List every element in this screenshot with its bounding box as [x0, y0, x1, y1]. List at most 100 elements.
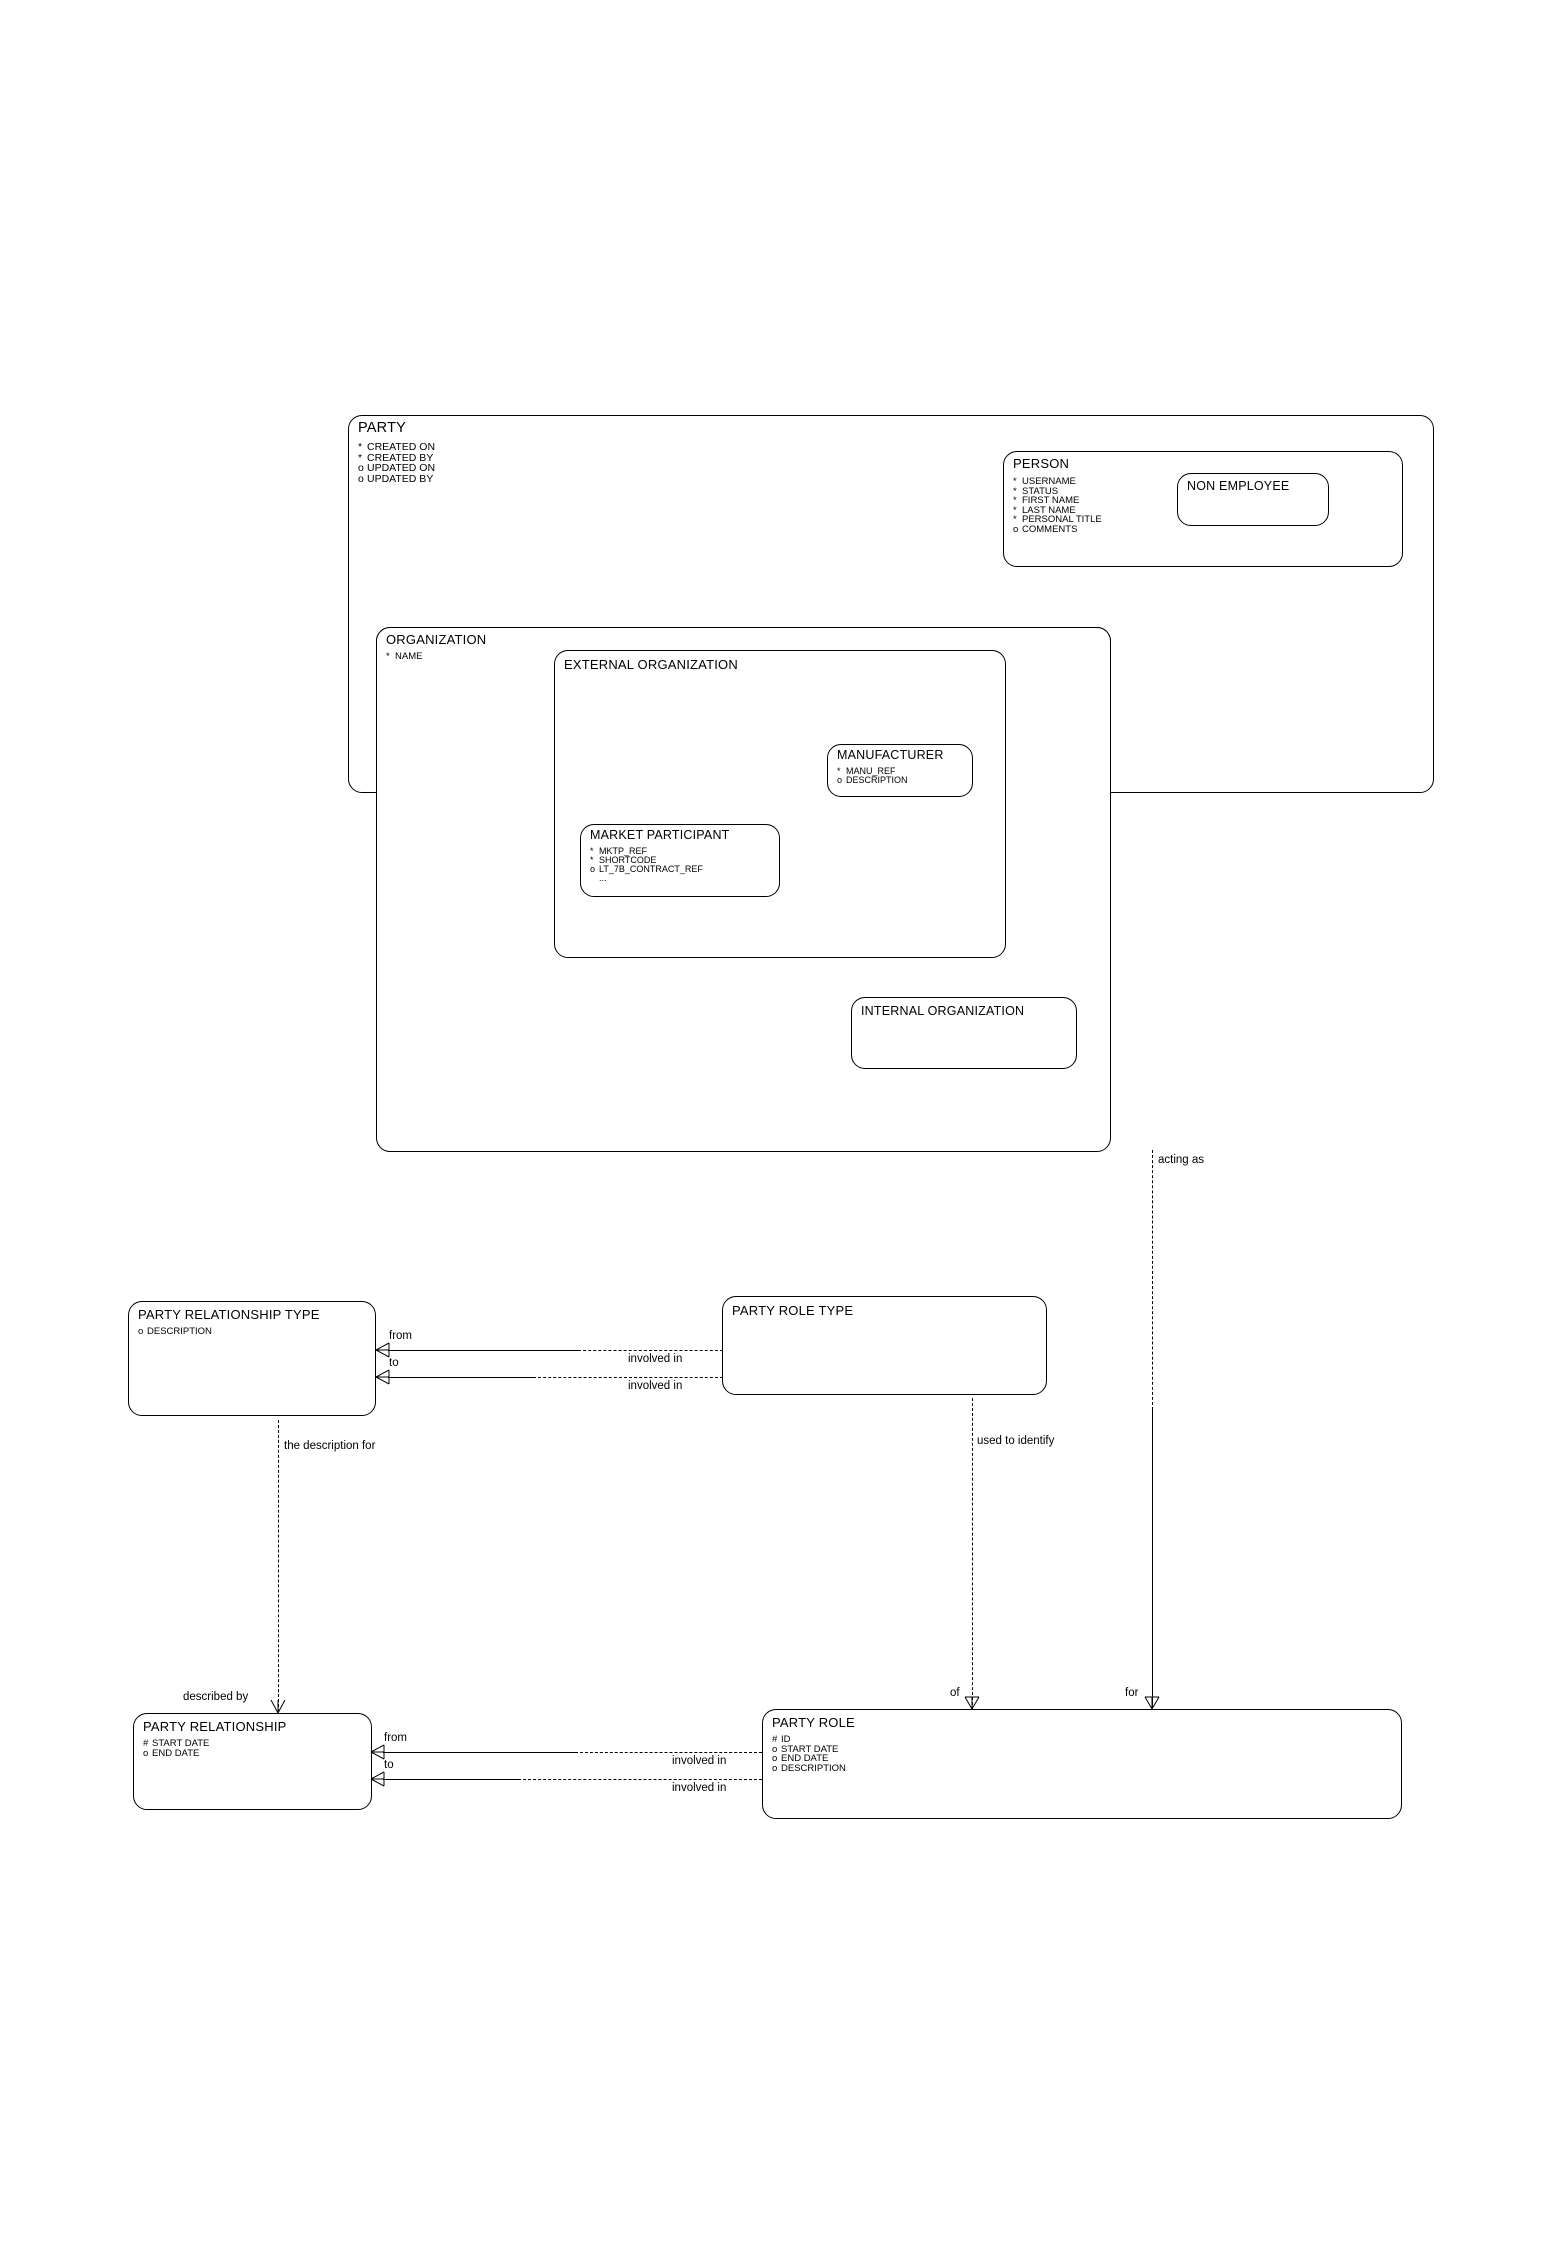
entity-manufacturer-name: MANUFACTURER [837, 748, 944, 762]
relationship-label-pr-involved-in-2: involved in [672, 1782, 727, 1794]
entity-party-role-type-name: PARTY ROLE TYPE [732, 1303, 854, 1318]
attribute-label: SHORTCODE [599, 855, 657, 865]
attribute-mark: * [590, 846, 594, 856]
relationship-label-prt-to: to [389, 1357, 399, 1369]
attribute-mark: o [143, 1747, 149, 1759]
entity-market-participant[interactable]: MARKET PARTICIPANT *MKTP_REF *SHORTCODE … [580, 824, 780, 897]
attribute-label: ... [599, 873, 607, 883]
attribute-label: DESCRIPTION [147, 1326, 212, 1337]
relationship-label-pr-to: to [384, 1759, 394, 1771]
attribute-label: LT_7B_CONTRACT_REF [599, 864, 703, 874]
attribute-row: * SHORTCODE [590, 856, 703, 865]
attribute-row: * NAME [386, 652, 422, 662]
entity-party-name: PARTY [358, 420, 407, 436]
entity-party-relationship-type-name: PARTY RELATIONSHIP TYPE [138, 1307, 320, 1322]
attribute-mark: * [358, 451, 363, 464]
attribute-label: DESCRIPTION [781, 1762, 846, 1774]
relationship-label-for: for [1125, 1687, 1139, 1699]
attribute-mark: o [772, 1753, 778, 1764]
attribute-label: UPDATED ON [367, 462, 436, 474]
entity-external-organization-name: EXTERNAL ORGANIZATION [564, 657, 738, 672]
relationship-label-the-description-for: the description for [284, 1440, 376, 1452]
attribute-label: DESCRIPTION [846, 775, 908, 785]
attribute-mark: o [358, 472, 364, 485]
relationship-line-pr-from-solid [383, 1752, 575, 1753]
attribute-mark: o [1013, 523, 1019, 535]
attribute-mark: * [590, 855, 594, 865]
relationship-line-description-for [278, 1420, 279, 1712]
attribute-label: PERSONAL TITLE [1022, 514, 1102, 525]
attribute-label: COMMENTS [1022, 523, 1078, 535]
relationship-label-prt-involved-in-2: involved in [628, 1380, 683, 1392]
relationship-label-used-to-identify: used to identify [977, 1435, 1055, 1447]
relationship-line-acting-as-lower [1152, 1410, 1153, 1710]
relationship-line-prt-from-solid [388, 1350, 578, 1351]
relationship-line-prt-to-solid [388, 1377, 533, 1378]
attribute-mark: * [837, 766, 841, 776]
attribute-mark: o [590, 864, 596, 874]
entity-party-role-type[interactable]: PARTY ROLE TYPE [722, 1296, 1047, 1395]
attribute-label: CREATED ON [367, 441, 436, 453]
relationship-line-acting-as-upper [1152, 1150, 1153, 1410]
entity-internal-organization[interactable]: INTERNAL ORGANIZATION [851, 997, 1077, 1069]
attribute-mark: * [1013, 485, 1017, 497]
relationship-label-of: of [950, 1687, 960, 1699]
entity-organization[interactable]: ORGANIZATION * NAME [376, 627, 1111, 1152]
attribute-mark: * [386, 651, 390, 662]
attribute-label: END DATE [781, 1753, 829, 1764]
entity-organization-name: ORGANIZATION [386, 632, 487, 647]
entity-organization-attributes: * NAME [386, 652, 422, 662]
entity-party-relationship-name: PARTY RELATIONSHIP [143, 1719, 287, 1734]
attribute-row: *MANU_REF [837, 767, 908, 776]
attribute-row: *FIRST NAME [1013, 496, 1102, 506]
relationship-line-pr-to-dash [518, 1779, 762, 1780]
attribute-label: MKTP_REF [599, 846, 648, 856]
attribute-row: * LAST NAME [1013, 504, 1102, 516]
attribute-label: END DATE [152, 1747, 200, 1759]
attribute-label: START DATE [152, 1738, 210, 1749]
relationship-label-described-by: described by [183, 1691, 249, 1703]
relationship-label-prt-from: from [389, 1330, 412, 1342]
attribute-mark: o [772, 1762, 778, 1774]
attribute-row: #START DATE [143, 1739, 209, 1749]
attribute-label: START DATE [781, 1743, 839, 1755]
attribute-mark: o [358, 462, 364, 474]
entity-non-employee-name: NON EMPLOYEE [1187, 479, 1290, 493]
attribute-mark: * [1013, 504, 1017, 516]
relationship-line-prt-from-dash [578, 1350, 723, 1351]
relationship-label-prt-involved-in-1: involved in [628, 1353, 683, 1365]
attribute-mark: o [138, 1326, 144, 1337]
attribute-mark: * [358, 441, 363, 453]
relationship-label-acting-as: acting as [1158, 1154, 1205, 1166]
entity-party-role-name: PARTY ROLE [772, 1715, 855, 1730]
entity-non-employee[interactable]: NON EMPLOYEE [1177, 473, 1329, 526]
attribute-row: * CREATED ON [358, 442, 435, 453]
attribute-label: NAME [395, 651, 423, 662]
attribute-label: LAST NAME [1022, 504, 1076, 516]
attribute-row: *PERSONAL TITLE [1013, 515, 1102, 525]
attribute-label: STATUS [1022, 485, 1059, 497]
attribute-label: UPDATED BY [367, 472, 434, 485]
entity-person[interactable]: PERSON *USERNAME *STATUS *FIRST NAME *LA… [1003, 451, 1403, 567]
entity-internal-organization-name: INTERNAL ORGANIZATION [861, 1004, 1025, 1018]
entity-person-name: PERSON [1013, 456, 1070, 471]
entity-external-organization[interactable]: EXTERNAL ORGANIZATION [554, 650, 1006, 958]
attribute-mark: o [837, 775, 843, 785]
entity-market-participant-name: MARKET PARTICIPANT [590, 828, 730, 842]
